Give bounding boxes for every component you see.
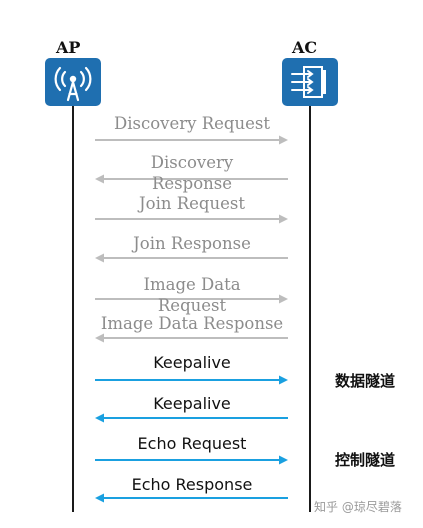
message-label-join-response: Join Response	[133, 234, 251, 253]
message-label-echo-request: Echo Request	[137, 434, 247, 453]
message-arrow	[95, 333, 288, 343]
message-arrow	[95, 214, 288, 224]
message-arrow	[95, 375, 288, 385]
control-tunnel-label: 控制隧道	[335, 451, 396, 469]
ac-label: AC	[292, 38, 318, 57]
message-arrow	[95, 135, 288, 145]
message-label-keepalive-request: Keepalive	[153, 353, 231, 372]
message-label-discovery-response: Discovery Response	[150, 153, 234, 193]
message-label-echo-response: Echo Response	[131, 475, 253, 494]
ac-lifeline	[309, 106, 311, 512]
message-label-discovery-request: Discovery Request	[114, 114, 270, 133]
watermark: 知乎 @琼尽碧落	[314, 500, 402, 514]
message-label-keepalive-response: Keepalive	[153, 394, 231, 413]
message-arrow	[95, 493, 288, 503]
message-arrow	[95, 413, 288, 423]
message-arrow	[95, 455, 288, 465]
ap-label: AP	[56, 38, 81, 57]
message-arrow	[95, 294, 288, 304]
access-controller-icon	[282, 58, 338, 106]
message-arrow	[95, 253, 288, 263]
message-label-join-request: Join Request	[139, 194, 245, 213]
message-arrow	[95, 174, 288, 184]
data-tunnel-label: 数据隧道	[335, 372, 396, 390]
message-label-image-data-response: Image Data Response	[100, 314, 284, 333]
message-label-image-data-request: Image Data Request	[143, 275, 241, 315]
ap-lifeline	[72, 106, 74, 512]
wireless-ap-icon	[45, 58, 101, 106]
